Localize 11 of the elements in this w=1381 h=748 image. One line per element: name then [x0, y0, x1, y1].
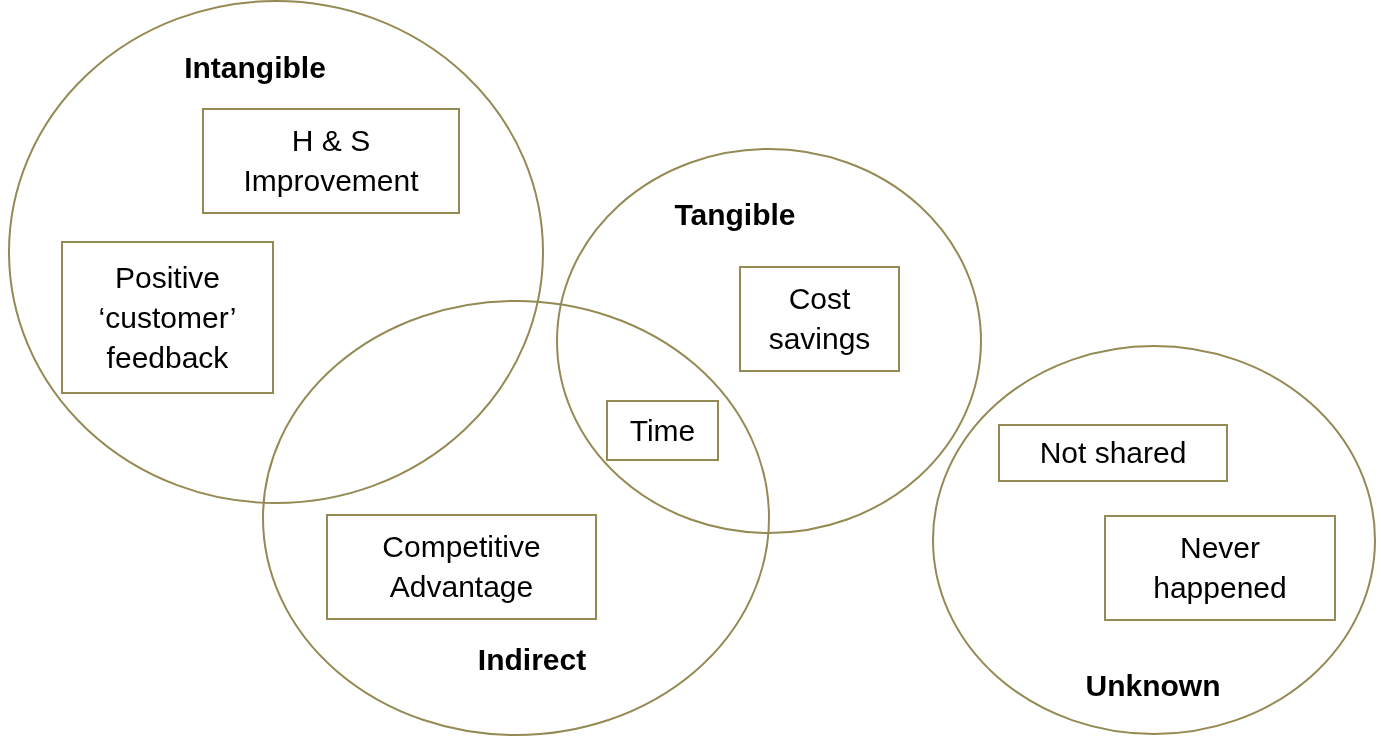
label-box: Positive ‘customer’ feedback [61, 241, 274, 394]
label-box: H & S Improvement [202, 108, 460, 214]
label-box: Not shared [998, 424, 1228, 482]
set-heading: Intangible [184, 51, 326, 85]
label-box: Competitive Advantage [326, 514, 597, 620]
label-box: Never happened [1104, 515, 1336, 621]
set-heading: Indirect [477, 643, 587, 677]
set-heading: Tangible [674, 198, 796, 232]
label-box: Cost savings [739, 266, 900, 372]
set-heading: Unknown [1085, 669, 1221, 703]
label-box: Time [606, 400, 719, 461]
